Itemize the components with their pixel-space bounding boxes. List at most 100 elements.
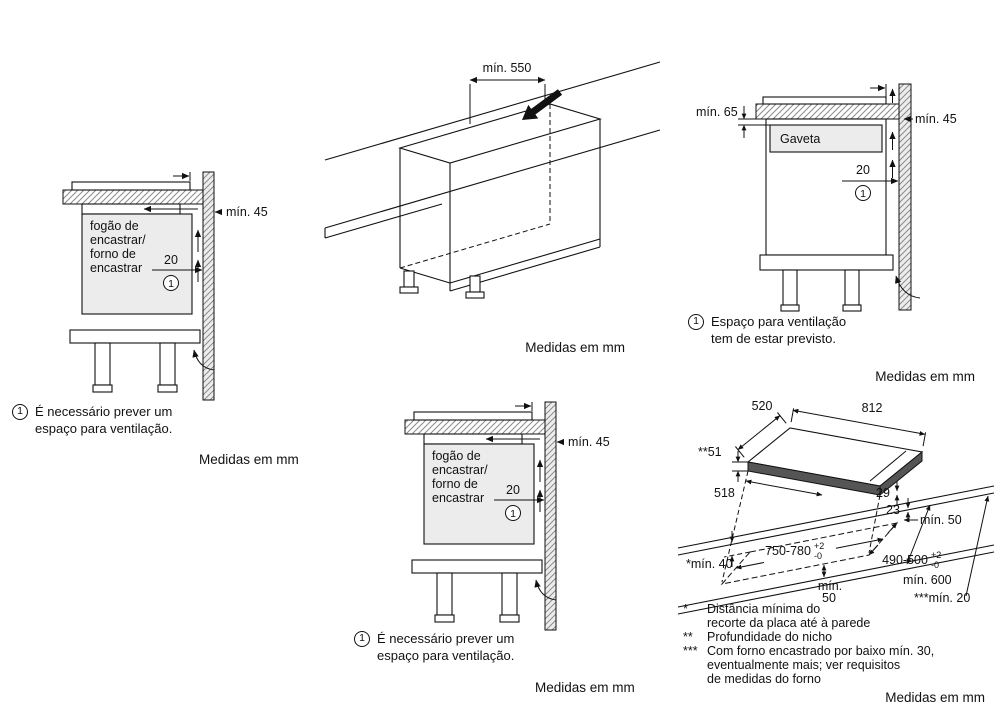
gap20-label: 20 [506,483,520,497]
drawer-label: Gaveta [780,132,820,146]
note1-marker: 1 [688,314,704,330]
oven-label-line1: fogão de [90,219,139,233]
dimension-518: 518 [714,479,823,500]
hob-slab [746,427,924,497]
note-line2: tem de estar previsto. [711,331,836,346]
note1-circle [505,505,521,521]
cutout-width-tol-minus: -0 [814,551,822,561]
gap20-label: 20 [856,163,870,177]
dimension-min550: mín. 550 [469,61,546,124]
dimension-min65: mín. 65 [696,105,770,138]
worktop-isometric-drawing: mín. 550 [324,61,661,299]
oven-label-line4: encastrar [90,261,142,275]
cutout-width-label: 750-780 [765,544,811,558]
footnote-marker [683,658,707,672]
cutout-depth-tol-minus: -0 [931,560,939,570]
drawer-ventilation-diagram: Gaveta mín. 65 mín. 45 20 1 [682,78,997,328]
worktop [755,103,900,120]
min50-front-label2: 50 [822,591,836,605]
oven-label-line2: encastrar/ [432,463,488,477]
note-line2: espaço para ventilação. [377,648,515,663]
dim23-label: 23 [886,503,900,517]
projection-lines [721,470,881,583]
dimension-20: 20 1 [842,163,899,201]
dim812-label: 812 [862,401,883,415]
oven-label-line4: encastrar [432,491,484,505]
min45-label: mín. 45 [568,435,610,449]
cabinet: Gaveta [765,118,887,256]
note-text: Espaço para ventilação tem de estar prev… [711,313,846,347]
airflow-arrows [889,88,921,299]
dimension-812: 812 [790,401,927,447]
airflow-arrows [143,205,215,371]
min50-front-label1: mín. [818,579,842,593]
dimension-cutout-depth: 490-500 +2 -0 [868,522,941,570]
wall [202,171,215,401]
footnote-text: eventualmente mais; ver requisitos [707,658,901,672]
oven-side-view-drawing: fogão de encastrar/ forno de encastrar m… [404,401,610,631]
dimension-min50-front: mín. 50 [818,564,842,605]
dimension-520: 520 [735,399,787,458]
footnote-marker [683,616,707,630]
min600-label: mín. 600 [903,573,952,587]
plinth-and-legs [69,329,201,393]
min45-label: mín. 45 [226,205,268,219]
dim518-label: 518 [714,486,735,500]
footnote-text: Profundidade do nicho [707,630,833,644]
worktop-cutout-diagram: mín. 550 [322,48,662,353]
min550-label: mín. 550 [483,61,532,75]
footnote-marker: ** [683,630,693,644]
dim520-label: 520 [752,399,773,413]
footnote-marker: * [683,602,688,616]
hob-dimensions-diagram: 520 812 **51 518 29 23 mín. 50 750-780 +… [672,398,1000,621]
insertion-arrow [522,89,563,120]
note-line1: Espaço para ventilação [711,314,847,329]
units-label-top-right: Medidas em mm [875,369,975,384]
min20-label: ***mín. 20 [914,591,970,605]
gap20-label: 20 [164,253,178,267]
note1-number: 1 [860,188,866,200]
min45-label: mín. 45 [915,112,957,126]
dimension-29: 29 [876,481,900,505]
oven-side-view-drawing: fogão de encastrar/ forno de encastrar m… [62,171,268,401]
oven-cabinet: fogão de encastrar/ forno de encastrar [81,213,193,315]
units-label-top-left: Medidas em mm [199,452,299,467]
dimension-min20: ***mín. 20 [914,495,990,605]
worktop-surface [324,61,661,239]
worktop [404,419,546,435]
cutout-opening [398,103,602,164]
dim51-label: **51 [698,445,722,459]
wall [898,83,912,311]
units-label-bottom-right: Medidas em mm [885,690,985,705]
note-ventilation-top-left: 1 É necessário prever um espaço para ven… [12,403,172,437]
plinth-and-legs [411,559,543,623]
dim29-label: 29 [876,486,890,500]
note-line2: espaço para ventilação. [35,421,173,436]
note-ventilation-bottom-center: 1 É necessário prever um espaço para ven… [354,630,514,664]
note1-circle [163,275,179,291]
dimension-min40: *mín. 40 [686,531,735,571]
oven-label-line2: encastrar/ [90,233,146,247]
units-label-bottom-center: Medidas em mm [535,680,635,695]
dimension-cutout-width: 750-780 +2 -0 [735,537,884,570]
drawer-side-view-drawing: Gaveta mín. 65 mín. 45 20 1 [696,83,957,312]
dimension-20: 20 1 [152,253,203,291]
footnotes-block: * Distância mínima do recorte da placa a… [683,602,995,686]
cutout-depth-label: 490-500 [882,553,928,567]
cutout-width-tol-plus: +2 [814,541,824,551]
dimension-51: **51 [698,445,748,482]
cutout-depth-tol-plus: +2 [931,550,941,560]
dimension-min50-side: mín. 50 [903,513,962,527]
units-label-top-center: Medidas em mm [525,340,625,355]
dimension-min45: mín. 45 [173,172,268,219]
oven-label-line3: forno de [90,247,136,261]
note1-number: 1 [510,508,516,520]
note1-marker: 1 [12,404,28,420]
wall [544,401,557,631]
min65-label: mín. 65 [696,105,738,119]
footnote-marker [683,672,707,686]
note-line1: É necessário prever um [35,404,173,419]
footnote-text: de medidas do forno [707,672,821,686]
worktop-front-lines [677,544,995,615]
min40-label: *mín. 40 [686,557,733,571]
